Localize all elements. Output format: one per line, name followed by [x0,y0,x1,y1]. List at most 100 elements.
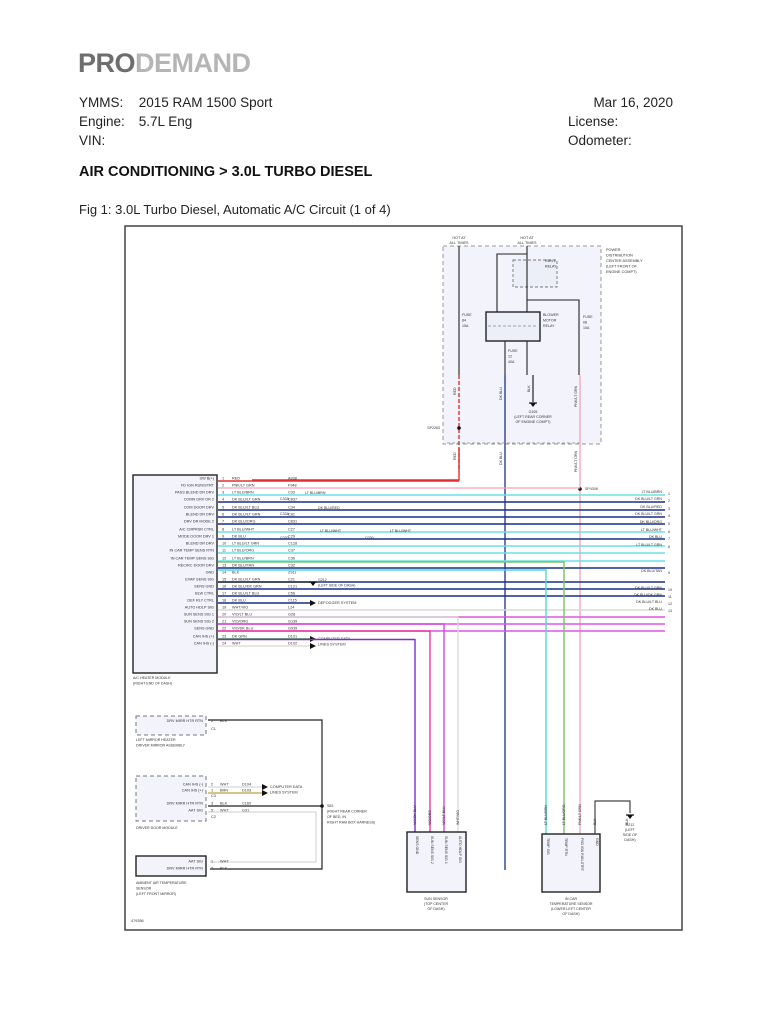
ac-pin-number: 15 [222,578,226,582]
ac-pin-circuit: G28 [288,613,295,617]
mirror-wire-label: BLK [220,719,228,723]
output-connector-number: 9 [668,571,670,575]
in-car-pin-name: FSD IGN RUN-STRT [580,838,584,872]
ac-pin-name-9: MODE DOOR DRV 1 [178,535,214,539]
output-wire-label: DK BLU/LT GRN [635,586,662,590]
output-wire-label: DK BLU/RED [640,505,662,509]
ac-pin-name-11: IN CAR TEMP SENS RTN [169,549,214,553]
ac-pin-wire-color: VIO/LT BLU [232,613,252,617]
ac-pin-number: 17 [222,592,226,596]
blower-motor-relay [485,311,541,342]
g105-label: G105 [529,410,538,414]
ddm-title: DRIVER DOOR MODULE [136,826,178,830]
blower-relay-label: RELAY [543,324,555,328]
ac-pin-number: 14 [222,571,226,575]
ac-pin-name-6: BLEND DR DRV [186,513,215,517]
ground-wire-label: BLK [625,818,629,825]
sun-sensor-pin-name: SENS GND [415,836,419,855]
ddm-connector: C2 [211,815,216,819]
splice-label: SP4308 [585,487,598,491]
hot-at-all-times-label: HOT AT [520,236,534,240]
mirror-heater-title: LEFT MIRROR HEATER [136,738,176,742]
in-car-sensor-title: OF DASH) [562,912,579,916]
in-car-wire-label: LT BLU/BRN [544,805,548,825]
fuse-12-label: 40A [508,360,515,364]
aat-pin-number: 1 [211,860,213,864]
ac-pin-wire-color: WHT [232,642,241,646]
ac-pin-name-22: SENS GND [194,627,214,631]
in-car-pin-name: TEMP RTN [564,838,568,856]
engine-value: 5.7L Eng [138,114,193,129]
ac-pin-circuit: C37 [288,549,295,553]
figure-caption: Fig 1: 3.0L Turbo Diesel, Automatic A/C … [79,202,391,217]
sun-sensor-wire-label: VIO/ORG [428,810,432,825]
ac-pin-wire-color: DK BLU/TAN [232,564,254,568]
ddm-wire-label: WHT [220,809,229,813]
ddm-pin-number: 1 [211,789,213,793]
ymms-value: 2015 RAM 1500 Sport [138,95,273,110]
ddm-connector: C3 [211,794,216,798]
in-car-g212-label: (LEFT [625,828,636,832]
ddm-pin-number: 3 [211,802,213,806]
pdc-label: ENGINE COMPT) [606,270,637,274]
ac-pin-circuit: L24 [288,606,294,610]
ac-pin-circuit: C56 [288,592,295,596]
ac-pin-name-3: PASS BLEND DR DRV [175,491,215,495]
ac-pin-circuit: C837 [288,498,297,502]
ac-pin-circuit: C121 [288,585,297,589]
section-title: AIR CONDITIONING > 3.0L TURBO DIESEL [79,164,373,180]
ac-pin-name-2: FD IGN RUN/STRT [181,484,215,488]
ac-pin-number: 16 [222,585,226,589]
ac-pin-wire-color: DK BLU/ORG [232,520,255,524]
splice-sp2263 [457,426,461,430]
ac-pin-name-19: AUTO HDLP SIG [185,606,214,610]
output-connector-number: 3 [668,507,670,511]
output-connector-number: 5 [668,522,670,526]
run-relay-label: RELAY [545,265,557,269]
output-wire-label: DK BLU/ORG [640,520,662,524]
ddm-circuit-label: D104 [242,783,251,787]
wire-pin-21-route [218,630,431,866]
output-connector-number: 2 [668,499,670,503]
aat-wire-label: WHT [220,860,229,864]
connector-label: C33A [280,497,290,501]
ddm-pin-name: AAT SIG [188,809,203,813]
fuse-08-label: 10A [583,326,590,330]
relay-feed [496,246,528,312]
ac-pin-wire-color: LT BLU/ORG [232,549,254,553]
aat-pin-name: DRV MIRR HTR RTN [167,867,204,871]
ac-pin-circuit: D102 [288,642,297,646]
ac-pin-circuit: C128 [288,542,297,546]
ac-pin-circuit: C32 [288,564,295,568]
ac-pin-number: 13 [222,564,226,568]
ac-pin-number: 21 [222,620,226,624]
figure-id: 479356 [131,919,144,923]
ac-pin-number: 24 [222,642,226,646]
connector-label: C020 [280,536,289,540]
splice-label: LT BLU/WHT [390,529,412,533]
wire-label-dk-blu: DK BLU [499,452,503,465]
ac-module-title: (RIGHT END OF DASH) [133,682,172,686]
ac-pin-name-12: IN CAR TEMP SENS SIG [171,557,214,561]
prodemand-logo: PRODEMAND [78,48,251,79]
fuse-08-label: FUSE [583,315,593,319]
in-car-wire-label: PNK/LT GRN [578,804,582,825]
fuse-84-label: 84 [462,319,466,323]
in-car-wire-label: LT BLU/ORG [562,804,566,825]
ac-pin-name-17: BLW CTRL [195,592,214,596]
ac-pin-wire-color: LT BLU/WHT [232,528,255,532]
ambient-air-temp-sensor [135,855,207,877]
output-wire-label: DK BLU/LT GRN [635,497,662,501]
ac-pin-circuit: C21 [288,578,295,582]
ac-pin-circuit: Z911 [288,571,296,575]
splice-label: LT BLU/BRN [305,491,326,495]
ground-g105-icon [530,403,536,407]
ddm-circuit-label: G31 [242,809,249,813]
output-connector-number: 13 [668,609,672,613]
ac-pin-circuit: C81 [288,513,295,517]
ac-pin-number: 1 [222,477,224,481]
ac-pin-name-24: CAN IHS (-) [194,642,215,646]
wire-pin-12-route [218,569,547,866]
ac-pin-number: 7 [222,520,224,524]
ac-pin-circuit: A938 [288,477,297,481]
